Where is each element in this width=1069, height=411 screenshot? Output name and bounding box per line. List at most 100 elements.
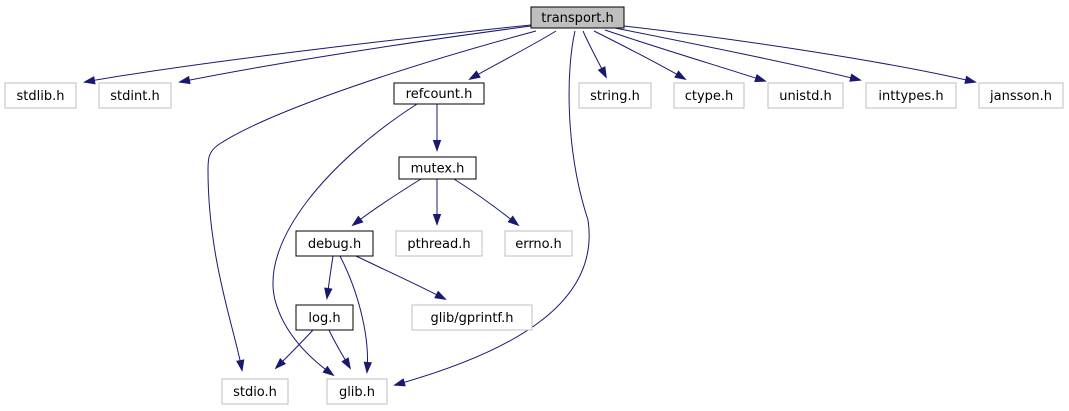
node-mutex[interactable]: mutex.h: [398, 156, 477, 180]
edge-line: [453, 178, 519, 226]
node-label: errno.h: [515, 237, 562, 252]
edge-transport-to-glib: [393, 30, 590, 387]
edge-log-to-stdio: [274, 329, 314, 370]
edge-transport-to-refcount: [468, 30, 557, 81]
node-stdint: stdint.h: [98, 82, 172, 109]
edge-line: [272, 103, 418, 376]
node-log[interactable]: log.h: [295, 304, 354, 331]
edge-log-to-glib: [328, 329, 352, 370]
arrowhead-icon: [507, 215, 520, 227]
edge-line: [469, 30, 557, 80]
arrowhead-icon: [178, 75, 191, 85]
arrowhead-icon: [83, 76, 96, 85]
edge-transport-to-inttypes: [614, 27, 862, 82]
edge-line: [179, 25, 532, 83]
node-jansson: jansson.h: [978, 82, 1064, 109]
edge-transport-to-string: [582, 30, 607, 79]
edge-debug-to-log: [324, 255, 334, 300]
edge-line: [614, 27, 861, 81]
node-label: glib/gprintf.h: [431, 311, 514, 326]
node-label: transport.h: [541, 11, 613, 26]
arrowhead-icon: [393, 378, 406, 387]
edge-transport-to-unistd: [604, 29, 767, 82]
node-box: [578, 82, 652, 109]
edge-transport-to-stdio: [207, 30, 537, 372]
arrowhead-icon: [597, 66, 607, 79]
arrowhead-icon: [274, 357, 287, 370]
arrowhead-icon: [849, 73, 862, 82]
node-box: [395, 230, 483, 257]
node-box: [398, 156, 477, 180]
node-label: jansson.h: [989, 89, 1052, 104]
edge-transport-to-stdlib: [83, 24, 532, 85]
node-box: [295, 230, 374, 257]
edge-line: [394, 30, 590, 386]
node-box: [326, 378, 388, 405]
arrowhead-icon: [434, 290, 447, 300]
edge-line: [593, 30, 686, 80]
edge-mutex-to-pthread: [432, 179, 442, 227]
arrowhead-icon: [674, 70, 687, 81]
edge-line: [355, 255, 446, 300]
node-refcount[interactable]: refcount.h: [393, 82, 485, 105]
node-label: unistd.h: [779, 89, 832, 104]
node-label: debug.h: [308, 237, 361, 252]
node-gprintf: glib/gprintf.h: [411, 304, 533, 331]
node-box: [978, 82, 1064, 109]
node-debug[interactable]: debug.h: [295, 230, 374, 257]
node-label: stdio.h: [233, 385, 277, 400]
node-label: stdlib.h: [17, 89, 65, 104]
node-errno: errno.h: [504, 230, 573, 257]
edge-transport-to-stdint: [178, 25, 532, 85]
edge-line: [207, 30, 537, 371]
node-ctype: ctype.h: [673, 82, 745, 109]
arrowhead-icon: [432, 214, 442, 227]
node-label: string.h: [590, 89, 640, 104]
edge-transport-to-ctype: [593, 30, 687, 81]
node-label: stdint.h: [110, 89, 159, 104]
node-box: [295, 304, 354, 331]
edge-transport-to-jansson: [623, 25, 977, 84]
arrowhead-icon: [341, 357, 352, 370]
edge-mutex-to-debug: [351, 178, 422, 227]
edge-line: [604, 29, 766, 82]
arrowhead-icon: [363, 361, 373, 375]
edge-debug-to-glib: [339, 255, 373, 375]
node-box: [673, 82, 745, 109]
arrowhead-icon: [468, 70, 481, 81]
arrowhead-icon: [351, 215, 364, 227]
edge-line: [623, 25, 976, 83]
node-box: [504, 230, 573, 257]
node-label: glib.h: [339, 385, 375, 400]
arrowhead-icon: [322, 365, 335, 377]
edge-debug-to-gprintf: [355, 255, 447, 300]
node-string: string.h: [578, 82, 652, 109]
node-box: [221, 378, 289, 405]
arrowhead-icon: [236, 359, 245, 372]
edge-line: [84, 24, 532, 83]
node-pthread: pthread.h: [395, 230, 483, 257]
edge-mutex-to-errno: [453, 178, 520, 227]
edges-layer: [83, 24, 977, 387]
node-box: [530, 6, 625, 29]
node-stdio: stdio.h: [221, 378, 289, 405]
node-stdlib: stdlib.h: [4, 82, 77, 109]
node-label: ctype.h: [685, 89, 734, 104]
node-inttypes: inttypes.h: [865, 82, 957, 109]
arrowhead-icon: [964, 75, 977, 84]
edge-line: [339, 255, 368, 373]
nodes-layer: transport.h stdlib.h stdint.h refcount.h str…: [4, 6, 1064, 405]
node-transport[interactable]: transport.h: [530, 6, 625, 29]
node-glib: glib.h: [326, 378, 388, 405]
node-box: [767, 82, 844, 109]
node-label: refcount.h: [406, 87, 473, 102]
arrowhead-icon: [324, 287, 333, 300]
node-box: [411, 304, 533, 331]
edge-refcount-to-mutex: [432, 104, 442, 153]
arrowhead-icon: [432, 140, 442, 153]
node-unistd: unistd.h: [767, 82, 844, 109]
node-box: [865, 82, 957, 109]
node-label: log.h: [308, 311, 340, 326]
node-label: mutex.h: [411, 162, 465, 177]
